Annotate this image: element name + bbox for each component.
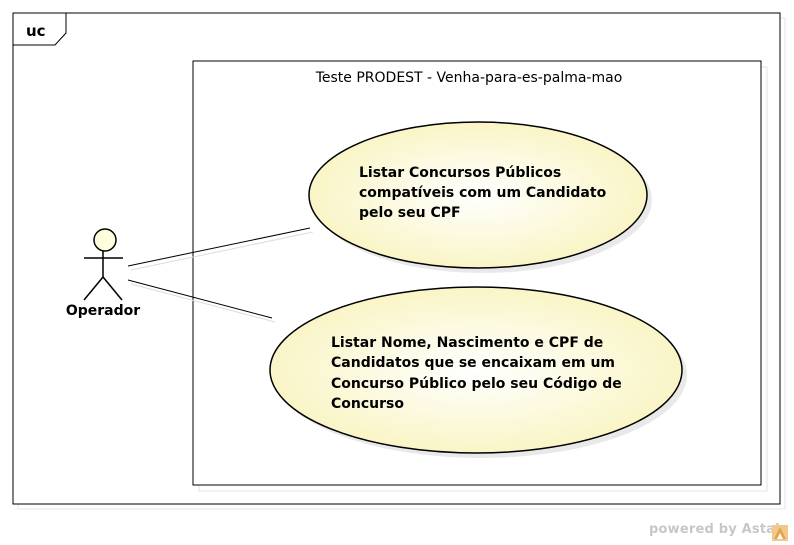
association-line-1: [127, 227, 311, 267]
use-case-2-line-1: Listar Nome, Nascimento e CPF de: [331, 335, 603, 351]
use-case-2-line-4: Concurso: [331, 396, 404, 412]
use-case-1-line-2: compatíveis com um Candidato: [359, 185, 607, 201]
actor-operador[interactable]: Operador: [66, 228, 140, 319]
use-case-2-line-2: Candidatos que se encaixam em um: [331, 355, 615, 371]
astah-watermark: powered by Astah: [649, 522, 785, 537]
actor-right-leg: [102, 276, 123, 301]
use-case-1-line-1: Listar Concursos Públicos: [359, 165, 561, 181]
use-case-2-label: Listar Nome, Nascimento e CPF de Candida…: [331, 335, 627, 412]
astah-logo-icon: [772, 525, 788, 541]
actor-name: Operador: [66, 303, 140, 319]
use-case-1-line-3: pelo seu CPF: [359, 205, 461, 221]
use-case-1-label: Listar Concursos Públicos compatíveis co…: [359, 165, 611, 221]
use-case-1-ellipse: [308, 121, 648, 269]
uc-frame-tab: [13, 13, 67, 46]
system-title: Teste PRODEST - Venha-para-es-palma-mao: [315, 70, 623, 86]
association-line-2: [127, 279, 273, 319]
use-case-2-ellipse: [269, 286, 683, 454]
actor-left-leg: [83, 276, 104, 301]
use-case-1[interactable]: Listar Concursos Públicos compatíveis co…: [308, 121, 652, 273]
actor-head: [93, 228, 117, 252]
uc-frame-label: uc: [26, 22, 46, 40]
use-case-2[interactable]: Listar Nome, Nascimento e CPF de Candida…: [269, 286, 687, 458]
use-case-2-line-3: Concurso Público pelo seu Código de: [331, 376, 622, 392]
